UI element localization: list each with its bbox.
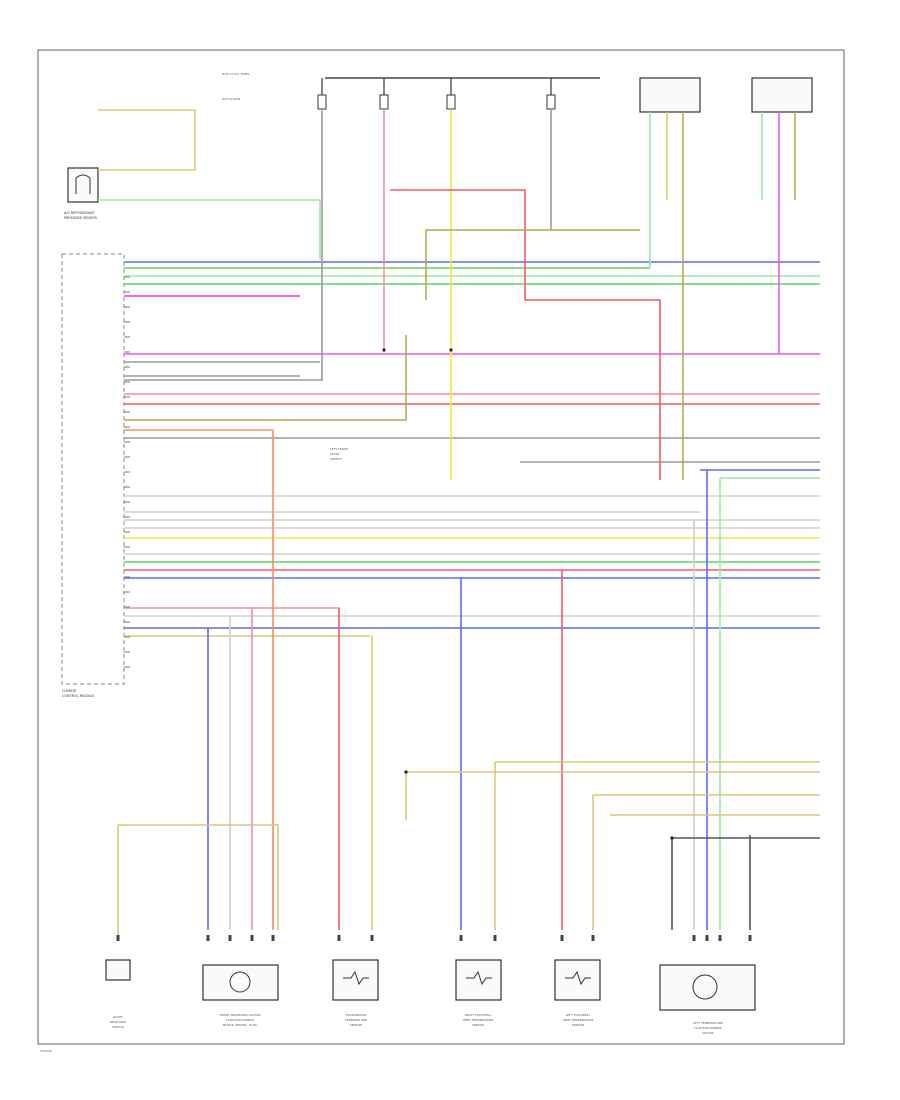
pressure-lead: [98, 109, 196, 171]
terminal-tick: [459, 935, 463, 941]
top-fuse: [546, 94, 556, 110]
terminal-tick: [718, 935, 722, 941]
bottom-label-2-line2: FLAP POSITIONING: [226, 1018, 255, 1022]
terminal-tick: [228, 935, 232, 941]
bottom-label-4-line2: VENT TEMPERATURE: [463, 1018, 494, 1022]
bottom-label-5-line2: VENT TEMPERATURE: [563, 1018, 594, 1022]
splice-dot: [449, 348, 453, 352]
splice-dot: [382, 348, 386, 352]
bottom-label-1-line3: SWITCH: [112, 1025, 124, 1029]
motor-symbol: [229, 971, 251, 993]
motor-symbol: [692, 974, 718, 1000]
bottom-label-2-line3: MOTOR (RECIRC. FLAP): [223, 1023, 258, 1027]
bottom-label-1-line2: REAR SEAT: [110, 1020, 127, 1024]
bottom-component-4: [455, 959, 502, 1001]
top-feed-wire: [425, 229, 640, 300]
bottom-label-5-line3: SENSOR: [572, 1023, 584, 1027]
top-feed-wire: [390, 189, 661, 480]
terminal-tick: [370, 935, 374, 941]
top-feed-wire: [124, 110, 323, 381]
inline-device-label-3: SWITCH: [330, 457, 342, 461]
bottom-label-5-line1: LEFT FOOTWELL: [566, 1013, 591, 1017]
sensor-symbol: [343, 970, 369, 986]
climate-control-module-box: [61, 253, 125, 685]
bottom-label-3-line3: SENSOR: [350, 1023, 362, 1027]
bottom-component-3: [332, 959, 379, 1001]
terminal-tick: [705, 935, 709, 941]
top-note-line2: HOT IN RUN: [222, 97, 240, 101]
bottom-label-3-line2: TEMPERATURE: [344, 1018, 367, 1022]
bottom-label-6-line3: MOTOR: [702, 1031, 713, 1035]
splice-dot: [404, 770, 408, 774]
bottom-label-1-line1: RIGHT: [113, 1015, 123, 1019]
terminal-tick: [560, 935, 564, 941]
bottom-label-6-line2: FLAP POSITIONING: [694, 1026, 723, 1030]
terminal-tick: [116, 935, 120, 941]
bottom-component-2: [202, 964, 279, 1001]
terminal-tick: [493, 935, 497, 941]
seat-switch-wire: [117, 824, 279, 940]
sensor-symbol: [466, 970, 492, 986]
pressure-sensor-body: [67, 167, 99, 203]
inline-device-label-2: DOOR: [330, 452, 339, 456]
splice-dot: [670, 836, 674, 840]
feed-wire: [124, 335, 407, 421]
footer-code: TXXXXX: [39, 1049, 52, 1053]
bottom-label-4-line3: SENSOR: [472, 1023, 484, 1027]
module-label-line1: CLIMATE: [62, 689, 76, 693]
top-note-line1: HOT AT ALL TIMES: [222, 72, 250, 76]
bottom-label-3-line1: EVAPORATOR: [346, 1013, 366, 1017]
pressure-sensor-symbol: [75, 174, 91, 194]
bottom-label-4-line1: RIGHT FOOTWELL: [465, 1013, 492, 1017]
pressure-lead: [98, 199, 321, 260]
bottom-label-6-line1: LEFT TEMPERATURE: [693, 1021, 723, 1025]
terminal-tick: [250, 935, 254, 941]
diagram-border: [37, 49, 845, 1045]
terminal-tick: [337, 935, 341, 941]
terminal-tick: [692, 935, 696, 941]
terminal-tick: [591, 935, 595, 941]
bottom-component-6: [659, 964, 756, 1011]
bottom-label-2-line1: FRESH AIR/RECIRCULATION: [220, 1013, 261, 1017]
module-label-line2: CONTROL MODULE: [62, 694, 94, 698]
bottom-component-5: [554, 959, 601, 1001]
pressure-sensor-label-line2: PRESSURE SENSOR: [64, 216, 98, 220]
sensor-symbol: [565, 970, 591, 986]
terminal-tick: [748, 935, 752, 941]
terminal-tick: [271, 935, 275, 941]
top-fuse: [317, 94, 327, 110]
top-fuse: [446, 94, 456, 110]
top-right-sensor-1: [639, 77, 701, 113]
inline-device-label-1: LEFT FRONT: [330, 447, 348, 451]
pressure-sensor-label-line1: A/C REFRIGERANT: [64, 211, 96, 215]
terminal-tick: [206, 935, 210, 941]
bottom-component-1: [105, 959, 131, 981]
top-fuse: [379, 94, 389, 110]
top-right-sensor-2: [751, 77, 813, 113]
